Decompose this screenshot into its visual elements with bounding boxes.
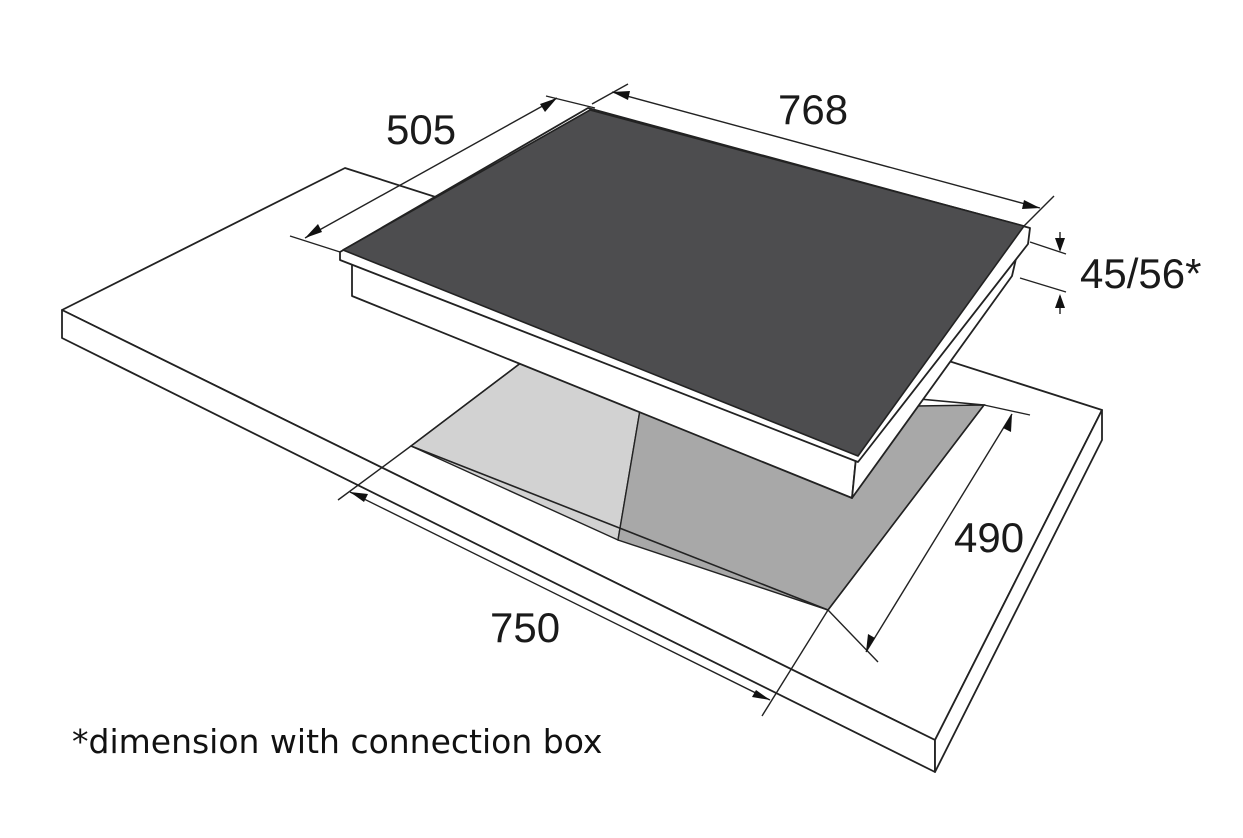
dimension-line: [865, 413, 1013, 653]
arrowhead: [1022, 200, 1040, 209]
extension-line: [1019, 277, 1067, 293]
extension-line: [591, 83, 629, 105]
dimension-label: 505: [386, 106, 456, 153]
dimension-hob-width: 768: [591, 83, 1055, 227]
extension-line: [545, 95, 596, 109]
dimension-label: 750: [490, 604, 560, 651]
arrowhead: [540, 98, 557, 112]
dimension-label: 768: [778, 86, 848, 133]
extension-line: [337, 445, 412, 501]
dimension-label: 490: [954, 514, 1024, 561]
extension-line: [289, 235, 341, 253]
countertop-side-face: [934, 409, 1103, 773]
dimension-cutout-width: 750: [337, 445, 829, 717]
arrowhead: [305, 224, 322, 238]
arrowhead: [1055, 294, 1065, 308]
dimension-cutout-depth: 490: [827, 404, 1031, 663]
extension-line: [1023, 195, 1055, 227]
footnote: *dimension with connection box: [72, 722, 603, 761]
hob: [339, 107, 1031, 499]
arrowhead: [350, 492, 368, 502]
extension-line: [761, 609, 829, 717]
dimension-line: [349, 491, 771, 701]
dimension-hob-depth: 505: [289, 95, 596, 253]
arrowhead: [1003, 414, 1012, 432]
dimension-line: [611, 91, 1041, 209]
dimension-hob-height: 45/56*: [1019, 232, 1201, 314]
extension-line: [827, 609, 879, 663]
arrowhead: [866, 634, 875, 652]
extension-line: [983, 404, 1031, 416]
arrowhead: [612, 91, 630, 100]
dimension-label: 45/56*: [1080, 250, 1201, 297]
dimension-line: [304, 97, 558, 239]
arrowhead: [1055, 238, 1065, 252]
arrowhead: [752, 690, 770, 700]
